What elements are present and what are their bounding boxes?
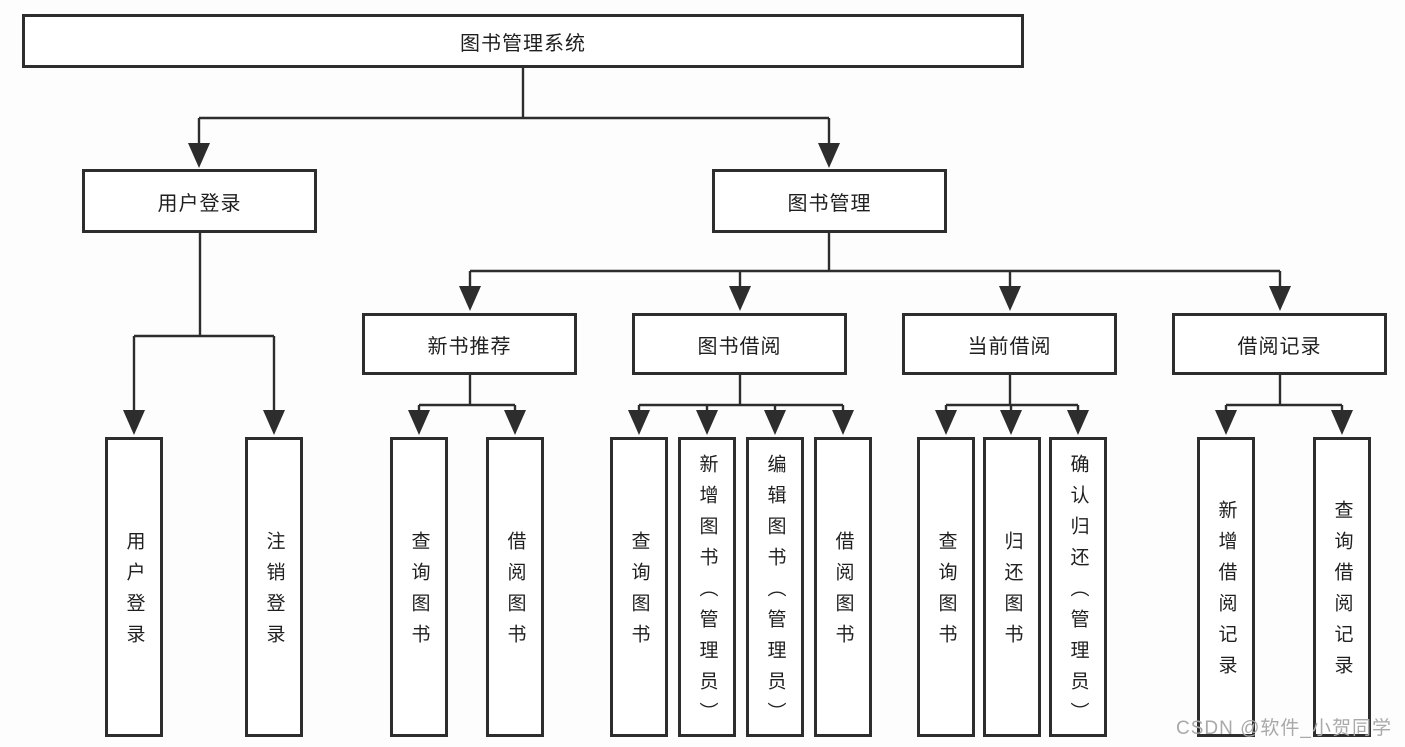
leaf-bb-edit-book-admin-label: 编辑图书（管理员） [764, 453, 786, 733]
leaf-bb-edit-book-admin: 编辑图书（管理员） [746, 437, 804, 737]
leaf-cb-confirm-return-admin: 确认归还（管理员） [1049, 437, 1107, 737]
node-book-borrow: 图书借阅 [632, 313, 847, 375]
node-user-login: 用户登录 [82, 169, 317, 233]
leaf-br-add-borrow-record: 新增借阅记录 [1197, 437, 1255, 737]
node-root-label: 图书管理系统 [460, 32, 586, 55]
leaf-bb-add-book-admin-label: 新增图书（管理员） [696, 453, 718, 733]
node-user-login-label: 用户登录 [157, 192, 242, 215]
node-new-book-recommend-label: 新书推荐 [427, 335, 512, 358]
leaf-bb-query-books: 查询图书 [610, 437, 668, 737]
connector-paths [132, 68, 1344, 411]
node-book-management-label: 图书管理 [787, 192, 872, 215]
arrowheads [123, 143, 1353, 435]
node-current-borrow: 当前借阅 [902, 313, 1117, 375]
leaf-cb-query-books-label: 查询图书 [935, 531, 957, 655]
leaf-nb-query-books: 查询图书 [390, 437, 448, 737]
leaf-br-add-borrow-record-label: 新增借阅记录 [1215, 500, 1237, 686]
leaf-cb-return-books: 归还图书 [983, 437, 1041, 737]
node-book-management: 图书管理 [712, 169, 947, 233]
node-root: 图书管理系统 [22, 14, 1024, 68]
leaf-nb-borrow-books-label: 借阅图书 [504, 531, 526, 655]
node-borrow-records: 借阅记录 [1172, 313, 1387, 375]
leaf-cb-query-books: 查询图书 [917, 437, 975, 737]
leaf-br-query-borrow-record-label: 查询借阅记录 [1331, 500, 1353, 686]
leaf-br-query-borrow-record: 查询借阅记录 [1313, 437, 1371, 737]
leaf-nb-borrow-books: 借阅图书 [486, 437, 544, 737]
leaf-user-login-label: 用户登录 [123, 531, 145, 655]
node-book-borrow-label: 图书借阅 [697, 335, 782, 358]
node-new-book-recommend: 新书推荐 [362, 313, 577, 375]
leaf-bb-query-books-label: 查询图书 [628, 531, 650, 655]
leaf-logout-label: 注销登录 [263, 531, 285, 655]
node-current-borrow-label: 当前借阅 [967, 335, 1052, 358]
leaf-nb-query-books-label: 查询图书 [408, 531, 430, 655]
leaf-user-login: 用户登录 [105, 437, 163, 737]
leaf-bb-add-book-admin: 新增图书（管理员） [678, 437, 736, 737]
leaf-logout: 注销登录 [245, 437, 303, 737]
leaf-cb-confirm-return-admin-label: 确认归还（管理员） [1067, 453, 1089, 733]
leaf-bb-borrow-books-label: 借阅图书 [832, 531, 854, 655]
node-borrow-records-label: 借阅记录 [1237, 335, 1322, 358]
watermark: CSDN @软件_小贺同学 [1176, 718, 1392, 739]
leaf-bb-borrow-books: 借阅图书 [814, 437, 872, 737]
leaf-cb-return-books-label: 归还图书 [1001, 531, 1023, 655]
